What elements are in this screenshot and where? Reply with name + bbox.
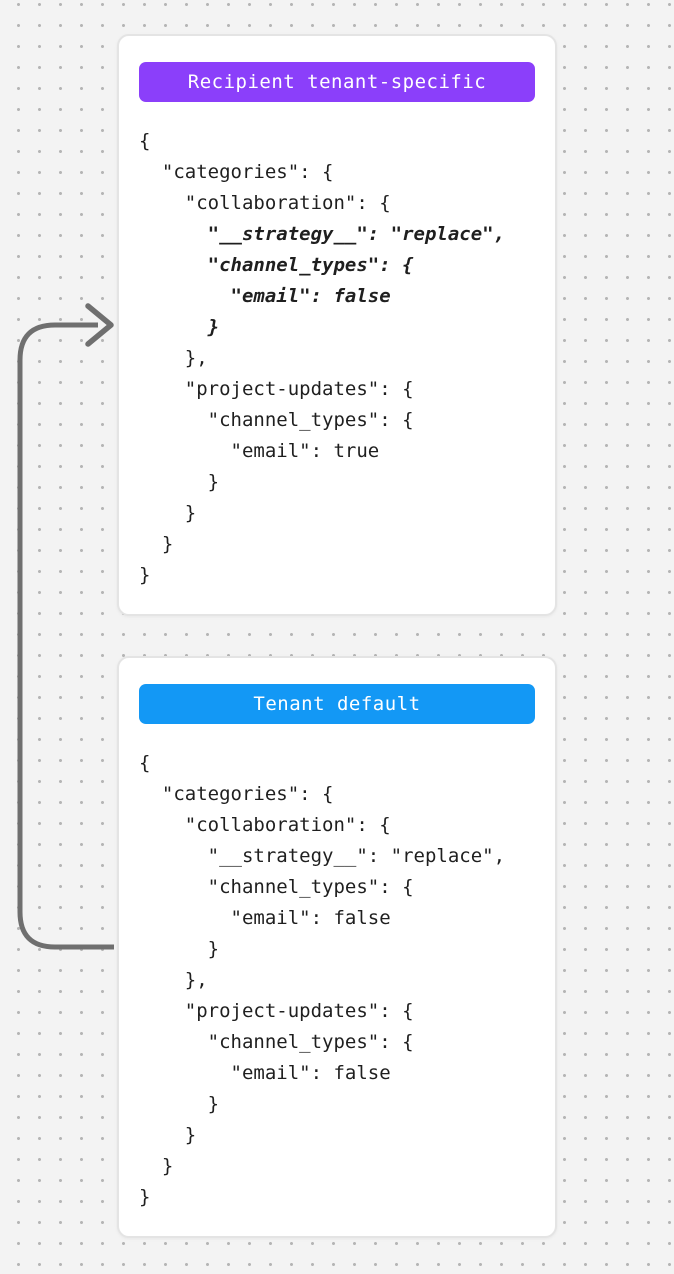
code-line: } (139, 533, 174, 555)
code-line: "project-updates": { (139, 1000, 414, 1022)
code-line: "collaboration": { (139, 192, 391, 214)
code-line: } (139, 502, 197, 524)
code-line: } (139, 1155, 174, 1177)
code-line: "project-updates": { (139, 378, 414, 400)
card-tenant-default: Tenant default { "categories": { "collab… (117, 656, 557, 1238)
code-line: "channel_types": { (139, 876, 414, 898)
code-line: "email": true (139, 440, 380, 462)
code-line: "collaboration": { (139, 814, 391, 836)
card-recipient-tenant-specific: Recipient tenant-specific { "categories"… (117, 34, 557, 616)
code-line: } (139, 1186, 151, 1208)
tenant-default-badge: Tenant default (139, 684, 535, 724)
recipient-tenant-specific-json-code: { "categories": { "collaboration": { "__… (139, 126, 535, 591)
code-line: "channel_types": { (139, 254, 414, 276)
recipient-tenant-specific-badge: Recipient tenant-specific (139, 62, 535, 102)
code-line: { (139, 752, 151, 774)
code-line: } (139, 564, 151, 586)
code-line: "channel_types": { (139, 409, 414, 431)
code-line: "__strategy__": "replace", (139, 223, 506, 245)
code-line: { (139, 130, 151, 152)
code-line: } (139, 316, 220, 338)
code-line: } (139, 1124, 197, 1146)
code-line: }, (139, 969, 208, 991)
arrow-line (17, 322, 114, 950)
code-line: } (139, 1093, 220, 1115)
code-line: }, (139, 347, 208, 369)
code-line: "email": false (139, 285, 391, 307)
code-line: } (139, 938, 220, 960)
code-line: } (139, 471, 220, 493)
tenant-default-json-code: { "categories": { "collaboration": { "__… (139, 748, 535, 1213)
code-line: "categories": { (139, 161, 334, 183)
code-line: "categories": { (139, 783, 334, 805)
code-line: "__strategy__": "replace", (139, 845, 506, 867)
arrowhead-icon (85, 303, 114, 347)
code-line: "email": false (139, 907, 391, 929)
code-line: "channel_types": { (139, 1031, 414, 1053)
code-line: "email": false (139, 1062, 391, 1084)
